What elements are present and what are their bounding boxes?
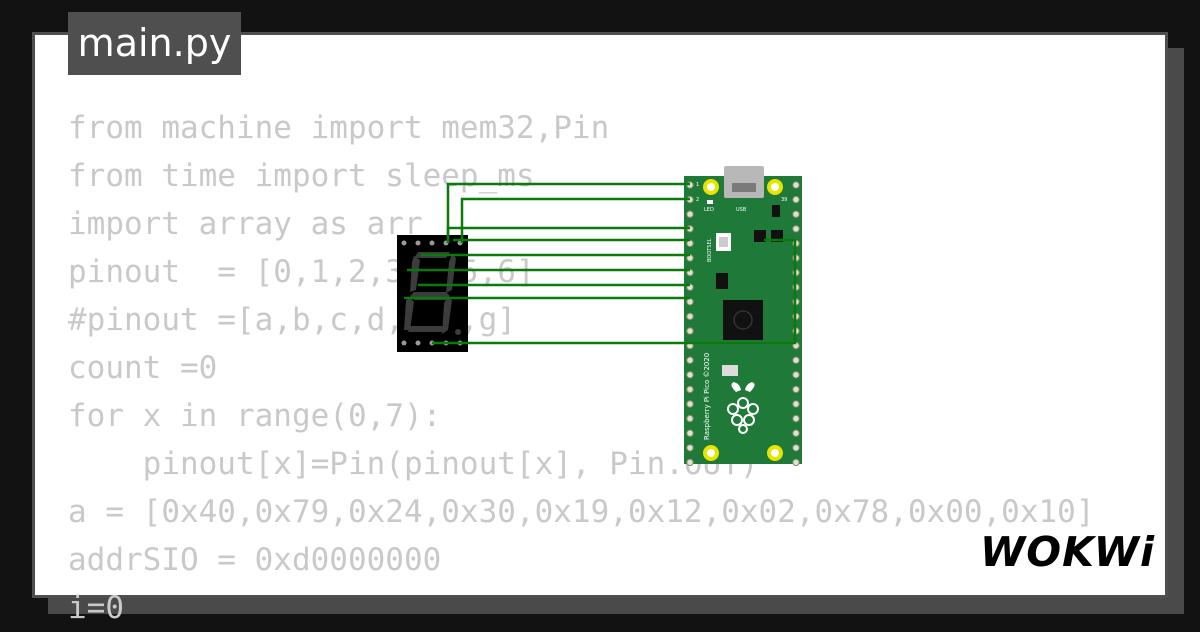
code-line: from time import sleep_ms bbox=[68, 158, 535, 194]
gpio-pin[interactable] bbox=[792, 210, 800, 218]
mounting-hole-bottom-right bbox=[767, 445, 783, 461]
rp2040-chip bbox=[723, 300, 763, 340]
bootsel-label: BOOTSEL bbox=[707, 238, 713, 262]
raspberry-pi-pico-board[interactable]: LED USB 1 2 39 BOOTSEL Raspberry Pi Pico… bbox=[684, 166, 802, 467]
rp2040-logo-icon bbox=[733, 310, 753, 330]
wire-segment-b bbox=[460, 197, 690, 243]
gpio-pin[interactable] bbox=[686, 298, 694, 306]
gpio-pin[interactable] bbox=[686, 429, 694, 437]
gpio-pin[interactable] bbox=[792, 458, 800, 467]
wire-segment-a bbox=[446, 182, 690, 243]
wire-common bbox=[432, 238, 797, 345]
gpio-pin[interactable] bbox=[792, 385, 800, 394]
gpio-pin[interactable] bbox=[686, 210, 694, 218]
gpio-pin[interactable] bbox=[792, 400, 800, 408]
led-indicator bbox=[707, 200, 713, 204]
segment-f bbox=[410, 256, 420, 292]
segment-c bbox=[442, 298, 452, 334]
code-card: from machine import mem32,Pin from time i… bbox=[32, 32, 1168, 626]
mounting-hole-top-left bbox=[703, 179, 719, 195]
gpio-pin[interactable] bbox=[792, 414, 800, 423]
code-line: a = [0x40,0x79,0x24,0x30,0x19,0x12,0x02,… bbox=[68, 494, 1095, 530]
raspberry-logo-icon bbox=[727, 382, 759, 434]
usb-label: USB bbox=[736, 207, 747, 213]
gpio-pin[interactable] bbox=[686, 400, 694, 408]
gpio-pins-left bbox=[686, 181, 694, 467]
pin39-label: 39 bbox=[781, 197, 787, 203]
gpio-pin[interactable] bbox=[792, 225, 800, 233]
gpio-pin[interactable] bbox=[686, 371, 694, 379]
led-label: LED bbox=[704, 207, 714, 213]
segment-d bbox=[408, 326, 446, 332]
code-line: pinout = [0,1,2,3,4,5,6] bbox=[68, 254, 535, 290]
code-line: addrSIO = 0xd0000000 bbox=[68, 542, 442, 578]
wires bbox=[404, 182, 797, 345]
mounting-hole-bottom-left bbox=[703, 445, 719, 461]
debug-connector bbox=[722, 365, 738, 376]
gpio-pin[interactable] bbox=[686, 385, 694, 394]
segment-b bbox=[446, 254, 456, 293]
bootsel-button-cap bbox=[719, 237, 728, 247]
code-line: from machine import mem32,Pin bbox=[68, 110, 610, 146]
segment-e bbox=[404, 298, 414, 330]
gpio-pin[interactable] bbox=[792, 181, 800, 189]
gpio-pin[interactable] bbox=[792, 444, 800, 452]
code-line: i=0 bbox=[68, 590, 124, 626]
wire-segment-c bbox=[446, 226, 690, 243]
segment-dp bbox=[455, 329, 461, 335]
code-line: for x in range(0,7): bbox=[68, 398, 442, 434]
gpio-pin[interactable] bbox=[686, 458, 694, 467]
chip-small bbox=[772, 205, 780, 217]
code-line: count =0 bbox=[68, 350, 218, 386]
gpio-pin[interactable] bbox=[792, 195, 800, 204]
seven-segment-display[interactable] bbox=[397, 235, 468, 352]
gpio-pin[interactable] bbox=[686, 414, 694, 423]
wokwi-logo: WOKWi bbox=[980, 528, 1156, 576]
pin1-label: 1 bbox=[696, 182, 699, 188]
code-block: from machine import mem32,Pin from time i… bbox=[68, 104, 1095, 632]
gpio-pin[interactable] bbox=[792, 356, 800, 364]
gpio-pin[interactable] bbox=[792, 429, 800, 437]
usb-connector bbox=[724, 166, 764, 198]
display-pins-top bbox=[401, 240, 463, 246]
file-tab[interactable]: main.py bbox=[68, 12, 241, 75]
gpio-pin[interactable] bbox=[792, 371, 800, 379]
code-line: import array as arr bbox=[68, 206, 423, 242]
usb-port bbox=[732, 183, 756, 192]
gpio-pin[interactable] bbox=[686, 444, 694, 452]
board-brand-text: Raspberry Pi Pico ©2020 bbox=[703, 353, 711, 440]
regulator-chip bbox=[754, 230, 766, 242]
gpio-pin[interactable] bbox=[686, 312, 694, 321]
crystal bbox=[716, 273, 728, 289]
gpio-pin[interactable] bbox=[686, 356, 694, 364]
mounting-hole-top-right bbox=[767, 179, 783, 195]
pin2-label: 2 bbox=[696, 197, 699, 203]
gpio-pin[interactable] bbox=[686, 327, 694, 335]
